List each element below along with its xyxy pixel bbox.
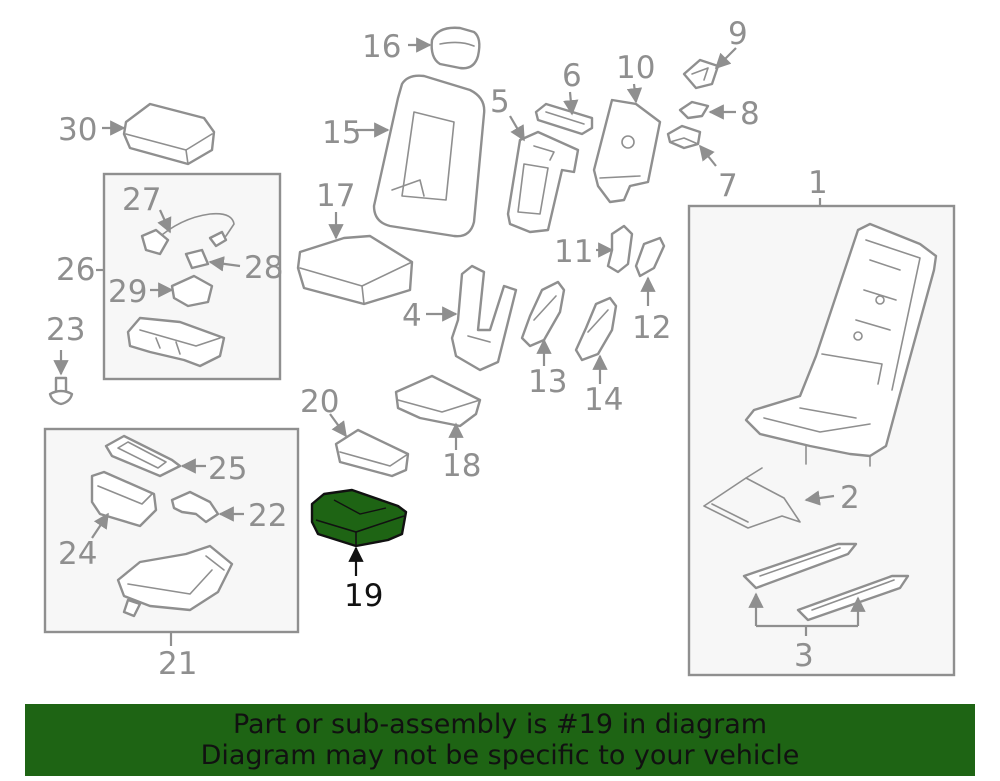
leader-line-2: [804, 490, 835, 506]
callout-24: 24: [58, 536, 97, 572]
leader-line-10: [626, 83, 643, 104]
callout-12: 12: [632, 310, 671, 346]
callout-23: 23: [46, 312, 85, 348]
info-banner: Part or sub-assembly is #19 in diagram D…: [25, 704, 975, 776]
leader-line-27: [157, 209, 172, 234]
callout-30: 30: [58, 112, 97, 148]
side-frame-part-4[interactable]: [450, 264, 518, 372]
callout-21: 21: [158, 646, 197, 682]
seat-cushion-part-19-highlighted[interactable]: [310, 488, 408, 548]
headrest-part-16[interactable]: [430, 26, 481, 70]
trim-strip-part-6[interactable]: [534, 102, 594, 136]
callout-13: 13: [528, 364, 567, 400]
callout-5: 5: [490, 84, 510, 120]
leader-line-6: [563, 91, 579, 116]
callout-28: 28: [244, 250, 283, 286]
callout-2: 2: [840, 480, 860, 516]
leader-line-9: [714, 47, 737, 70]
callout-22: 22: [248, 498, 287, 534]
module-part-29[interactable]: [170, 274, 214, 308]
callout-16: 16: [362, 29, 401, 65]
callout-10: 10: [616, 50, 655, 86]
seat-back-part-15[interactable]: [372, 74, 486, 238]
wire-frame-part-2[interactable]: [703, 467, 801, 529]
callout-6: 6: [562, 58, 582, 94]
bracket-part-12[interactable]: [634, 236, 666, 278]
parts-diagram: 1 2 3 4 5 6 7 8 9 10 11 12 13 14 15 16 1…: [43, 16, 956, 682]
callout-20: 20: [300, 384, 339, 420]
latch-part-7[interactable]: [666, 124, 702, 150]
clip-part-9[interactable]: [682, 58, 720, 90]
callout-15: 15: [322, 115, 361, 151]
connector-part-28[interactable]: [184, 248, 210, 270]
seat-frame-part-1[interactable]: [744, 222, 938, 467]
callout-19: 19: [344, 578, 383, 614]
leader-line-28: [208, 256, 241, 272]
callout-8: 8: [740, 96, 760, 132]
leader-line-3: [754, 596, 860, 636]
callout-4: 4: [402, 298, 422, 334]
callout-17: 17: [316, 178, 355, 214]
callout-7: 7: [718, 168, 738, 204]
wire-harness-part-27[interactable]: [140, 212, 235, 256]
leader-line-20: [329, 413, 347, 438]
bezel-part-25[interactable]: [104, 434, 182, 478]
armrest-base-in-group-21[interactable]: [116, 544, 234, 618]
callout-1: 1: [808, 165, 828, 201]
bolt-part-23[interactable]: [48, 376, 74, 406]
armrest-cushion-part-30[interactable]: [122, 102, 216, 166]
callout-18: 18: [442, 448, 481, 484]
callout-14: 14: [584, 382, 623, 418]
callout-26: 26: [56, 252, 95, 288]
cushion-pad-part-17[interactable]: [296, 234, 414, 306]
leader-line-24: [91, 512, 109, 539]
side-trim-part-13[interactable]: [520, 280, 566, 348]
leader-line-5: [509, 115, 525, 142]
callout-27: 27: [122, 182, 161, 218]
pad-part-20[interactable]: [334, 428, 410, 478]
banner-line-part-number: Part or sub-assembly is #19 in diagram: [232, 709, 768, 740]
storage-bin-part-24[interactable]: [90, 470, 158, 528]
leader-line-7: [699, 144, 717, 167]
callout-25: 25: [208, 451, 247, 487]
cap-part-8[interactable]: [678, 100, 710, 120]
bracket-part-22[interactable]: [170, 490, 220, 524]
callout-9: 9: [728, 16, 748, 52]
cushion-part-18[interactable]: [394, 374, 482, 428]
callout-29: 29: [108, 274, 147, 310]
side-trim-part-14[interactable]: [574, 296, 618, 362]
base-tray-in-group-26[interactable]: [126, 316, 226, 368]
back-cover-part-10[interactable]: [592, 98, 662, 204]
frame-panel-part-5[interactable]: [506, 130, 580, 234]
banner-line-disclaimer: Diagram may not be specific to your vehi…: [200, 740, 800, 771]
callout-3: 3: [794, 638, 814, 674]
callout-11: 11: [554, 234, 593, 270]
